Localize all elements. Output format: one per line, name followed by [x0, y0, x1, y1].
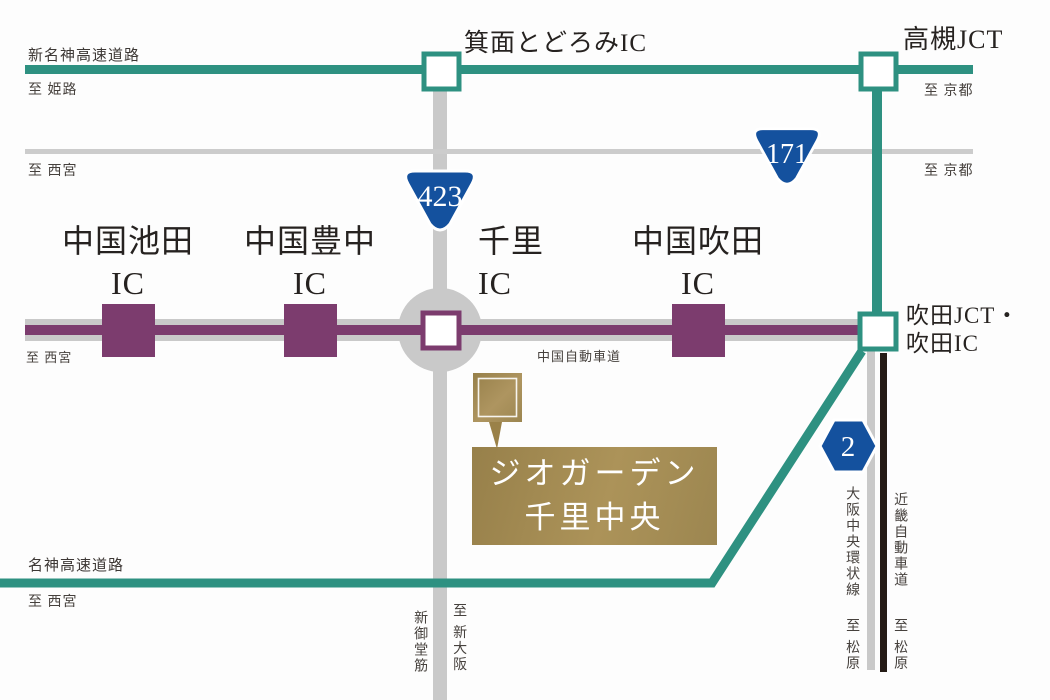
road-route171	[25, 149, 973, 154]
chugoku-toyonaka-ic-line2: IC	[293, 265, 327, 301]
road-kinki-expwy	[880, 353, 887, 672]
chugoku-ikeda-ic-label: 中国池田 IC	[38, 220, 218, 304]
chugoku-ikeda-ic-line1: 中国池田	[61, 223, 194, 259]
dest-himeji-label: 至 姫路	[28, 83, 78, 98]
kinki-expwy-name-label: 近畿自動車道	[892, 492, 908, 588]
osaka-chuo-kanjo-name-label: 大阪中央環状線	[844, 486, 860, 598]
chugoku-toyonaka-ic-node	[284, 304, 337, 357]
dest-nishinomiya-chugoku-label: 至 西宮	[26, 350, 73, 365]
dest-matsubara-kinki-label: 至 松原	[892, 618, 908, 672]
shin-midosuji-name-label: 新御堂筋	[412, 610, 428, 674]
chugoku-suita-ic-line1: 中国吹田	[631, 223, 764, 259]
chugoku-toyonaka-ic-label: 中国豊中 IC	[220, 220, 400, 304]
senri-ic-label: 千里 IC	[478, 220, 544, 304]
meishin-name-label: 名神高速道路	[28, 558, 125, 574]
chugoku-suita-ic-label: 中国吹田 IC	[608, 220, 788, 304]
dest-kyoto-171-label: 至 京都	[924, 164, 974, 179]
road-osaka-chuo-kanjo	[867, 351, 875, 670]
chugoku-expwy-name-label: 中国自動車道	[537, 349, 622, 364]
minoh-todoromi-ic-node	[421, 51, 462, 92]
route-2-number: 2	[841, 431, 856, 463]
property-marker	[473, 373, 522, 422]
road-shin-midosuji	[433, 88, 447, 700]
suita-jct-label: 吹田JCT・ 吹田IC	[906, 302, 1019, 358]
chugoku-toyonaka-ic-line1: 中国豊中	[243, 223, 376, 259]
senri-ic-line2: IC	[478, 265, 512, 301]
senri-ic-line1: 千里	[478, 223, 545, 259]
senri-ic-node	[420, 310, 462, 351]
road-meishin-expwy	[0, 348, 866, 588]
shinmeishin-name-label: 新名神高速道路	[28, 48, 141, 64]
suita-jct-node	[857, 311, 899, 352]
property-name-plate: ジオガーデン 千里中央	[472, 447, 717, 545]
dest-nishinomiya-171-label: 至 西宮	[28, 164, 78, 179]
minoh-todoromi-ic-label: 箕面とどろみIC	[464, 30, 648, 57]
dest-matsubara-kanjo-label: 至 松原	[844, 618, 860, 672]
suita-jct-line2: 吹田IC	[906, 331, 979, 356]
property-marker-inner-border	[477, 377, 518, 418]
road-shinmeishin-expwy	[25, 65, 973, 74]
property-name-line1: ジオガーデン	[489, 456, 700, 491]
dest-nishinomiya-meishin-label: 至 西宮	[28, 595, 78, 610]
chugoku-ikeda-ic-node	[102, 304, 155, 357]
road-takatsuki-suita-link	[872, 90, 882, 318]
property-marker-pointer	[489, 422, 502, 449]
property-name-line2: 千里中央	[524, 500, 665, 535]
suita-jct-line1: 吹田JCT・	[906, 303, 1020, 328]
takatsuki-jct-label: 高槻JCT	[903, 25, 1004, 54]
chugoku-suita-ic-line2: IC	[681, 265, 715, 301]
route-423-number: 423	[418, 180, 463, 213]
dest-shin-osaka-label: 至 新大阪	[451, 603, 467, 673]
route-2-badge	[818, 418, 879, 474]
takatsuki-jct-node	[858, 51, 899, 92]
chugoku-ikeda-ic-line2: IC	[111, 265, 145, 301]
chugoku-suita-ic-node	[672, 304, 725, 357]
route-171-number: 171	[766, 139, 808, 170]
dest-kyoto-top-label: 至 京都	[924, 84, 974, 99]
